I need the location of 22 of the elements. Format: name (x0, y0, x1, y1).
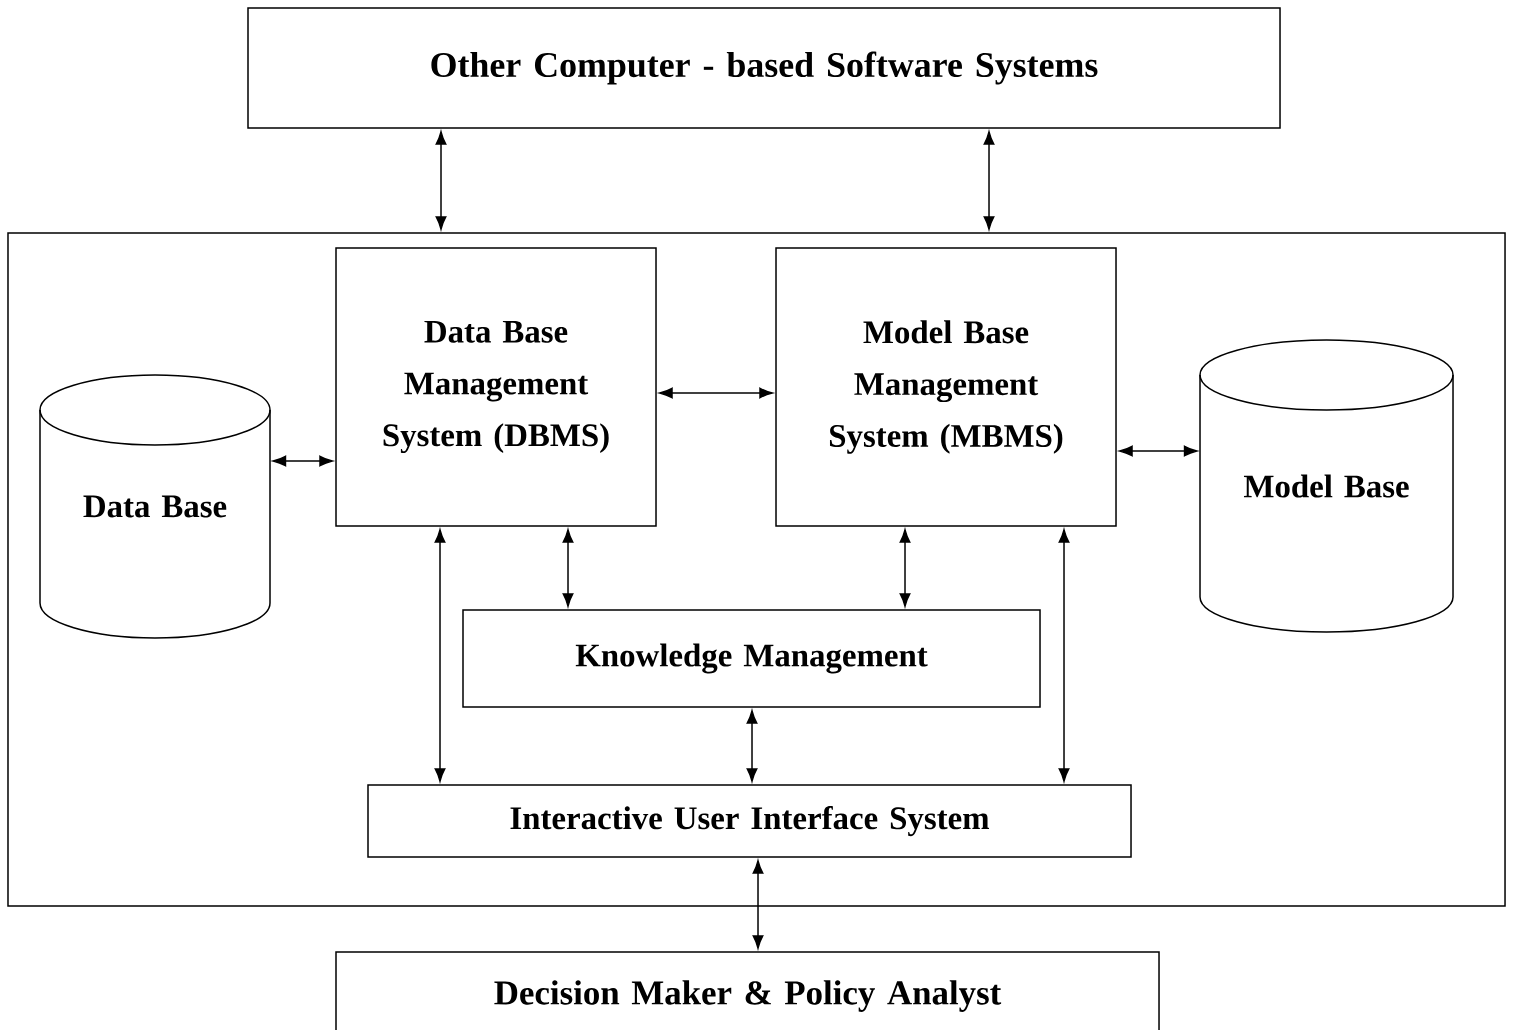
arrow (1119, 445, 1198, 457)
database-cylinder: Data Base (39, 374, 271, 639)
arrow (746, 710, 758, 782)
process-box: Knowledge Management (462, 609, 1041, 708)
arrow (899, 529, 911, 607)
arrow (1058, 529, 1070, 782)
node-label: Data Base (83, 495, 227, 518)
arrow (435, 131, 447, 230)
container-box (7, 232, 1506, 907)
arrow (562, 529, 574, 607)
arrow (659, 387, 773, 399)
node-label: Model Base (1243, 474, 1409, 498)
arrow (272, 455, 333, 467)
process-box: Interactive User Interface System (367, 784, 1132, 858)
process-box: Other Computer - based Software Systems (247, 7, 1281, 129)
arrow (752, 860, 764, 949)
process-box: Data Base Management System (DBMS) (335, 247, 657, 527)
arrow (983, 131, 995, 230)
arrow (434, 529, 446, 782)
process-box: Model Base Management System (MBMS) (775, 247, 1117, 527)
process-box: Decision Maker & Policy Analyst (335, 951, 1160, 1030)
database-cylinder: Model Base (1199, 339, 1454, 633)
